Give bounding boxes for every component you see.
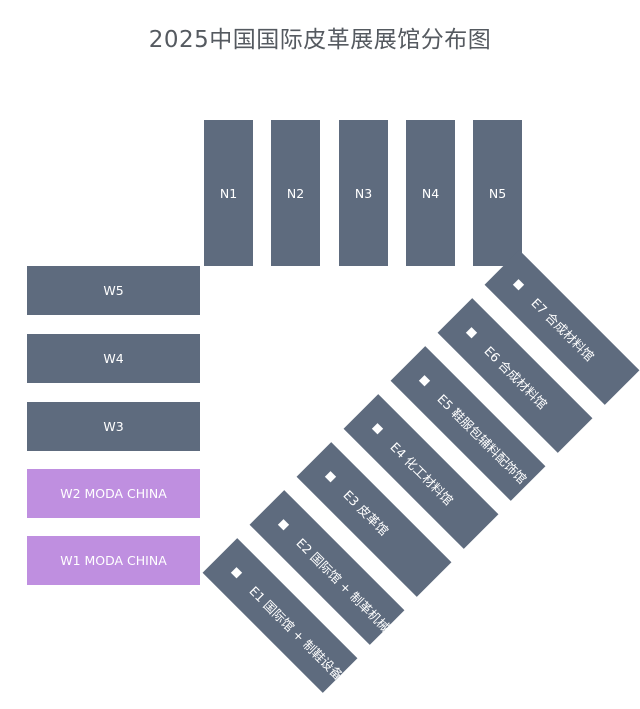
hall-label: W1 MODA CHINA: [60, 553, 167, 568]
square-marker-icon: [419, 374, 431, 387]
hall-label: N2: [286, 185, 305, 201]
hall-w2[interactable]: W2 MODA CHINA: [27, 469, 200, 518]
hall-label: W3: [103, 419, 124, 434]
square-marker-icon: [278, 518, 290, 531]
hall-n2[interactable]: N2: [271, 120, 320, 266]
hall-n5[interactable]: N5: [473, 120, 522, 266]
hall-label: E7 合成材料馆: [528, 295, 598, 365]
square-marker-icon: [325, 470, 337, 483]
hall-label: W2 MODA CHINA: [60, 486, 167, 501]
square-marker-icon: [466, 326, 478, 339]
hall-n1[interactable]: N1: [204, 120, 253, 266]
hall-label: E4 化工材料馆: [387, 439, 457, 509]
hall-n3[interactable]: N3: [339, 120, 388, 266]
hall-n4[interactable]: N4: [406, 120, 455, 266]
hall-label: N5: [488, 185, 507, 201]
square-marker-icon: [372, 422, 384, 435]
hall-w4[interactable]: W4: [27, 334, 200, 383]
square-marker-icon: [231, 566, 243, 579]
square-marker-icon: [513, 278, 525, 291]
hall-label: W5: [103, 283, 124, 298]
hall-label: E6 合成材料馆: [481, 343, 551, 413]
hall-w5[interactable]: W5: [27, 266, 200, 315]
map-title: 2025中国国际皮革展展馆分布图: [148, 27, 492, 53]
hall-label: N1: [219, 185, 238, 201]
hall-label: N4: [421, 185, 440, 201]
hall-w1[interactable]: W1 MODA CHINA: [27, 536, 200, 585]
hall-w3[interactable]: W3: [27, 402, 200, 451]
hall-label: N3: [354, 185, 373, 201]
hall-label: W4: [103, 351, 124, 366]
hall-label: E3 皮革馆: [340, 487, 392, 539]
